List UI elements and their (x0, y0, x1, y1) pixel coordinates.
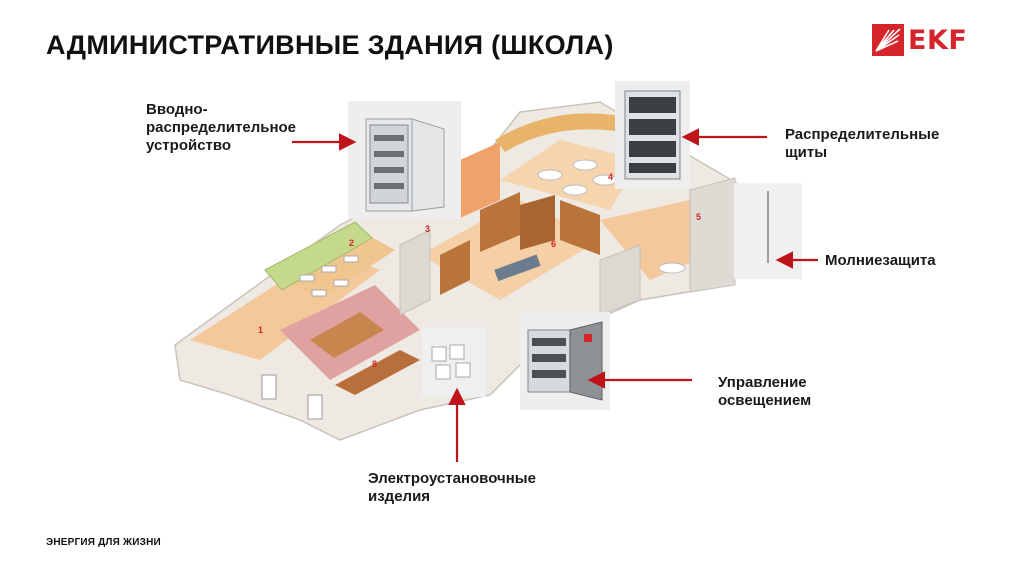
room-number-8: 8 (372, 359, 377, 369)
wiring-label-line-1: Электроустановочные (368, 470, 536, 487)
wiring-devices-image (422, 327, 486, 397)
vru-label: Вводно- распределительное устройство (146, 101, 296, 155)
lighting-label-line-1: Управление (718, 374, 807, 391)
room-number-6: 6 (551, 239, 556, 249)
wiring-label-line-2: изделия (368, 488, 431, 505)
wiring-devices-label: Электроустановочные изделия (368, 470, 536, 506)
distribution-panel-image (615, 81, 690, 189)
logo-text: EKF (908, 25, 968, 56)
panels-label: Распределительные щиты (785, 126, 939, 162)
room-number-1: 1 (258, 325, 263, 335)
lightning-rod-image (734, 183, 802, 279)
room-number-3: 3 (425, 224, 430, 234)
room-number-4: 4 (608, 172, 613, 182)
page-title: АДМИНИСТРАТИВНЫЕ ЗДАНИЯ (ШКОЛА) (46, 30, 614, 60)
lightning-label: Молниезащита (825, 252, 936, 269)
lighting-control-cabinet-image (520, 312, 610, 410)
vru-cabinet-image (348, 101, 461, 219)
panels-label-line-1: Распределительные (785, 126, 940, 143)
vru-label-line-1: Вводно- (146, 101, 208, 118)
classroom-wall (264, 221, 373, 291)
vru-label-line-2: распределительное (146, 119, 297, 136)
lighting-control-label: Управление освещением (718, 374, 811, 410)
room-number-2: 2 (349, 238, 354, 248)
vru-label-line-3: устройство (146, 137, 232, 154)
room-number-5: 5 (696, 212, 701, 222)
footer-slogan: ЭНЕРГИЯ ДЛЯ ЖИЗНИ (46, 537, 161, 548)
ekf-logo (872, 24, 904, 56)
lighting-label-line-2: освещением (718, 392, 812, 409)
panels-label-line-2: щиты (785, 144, 828, 161)
